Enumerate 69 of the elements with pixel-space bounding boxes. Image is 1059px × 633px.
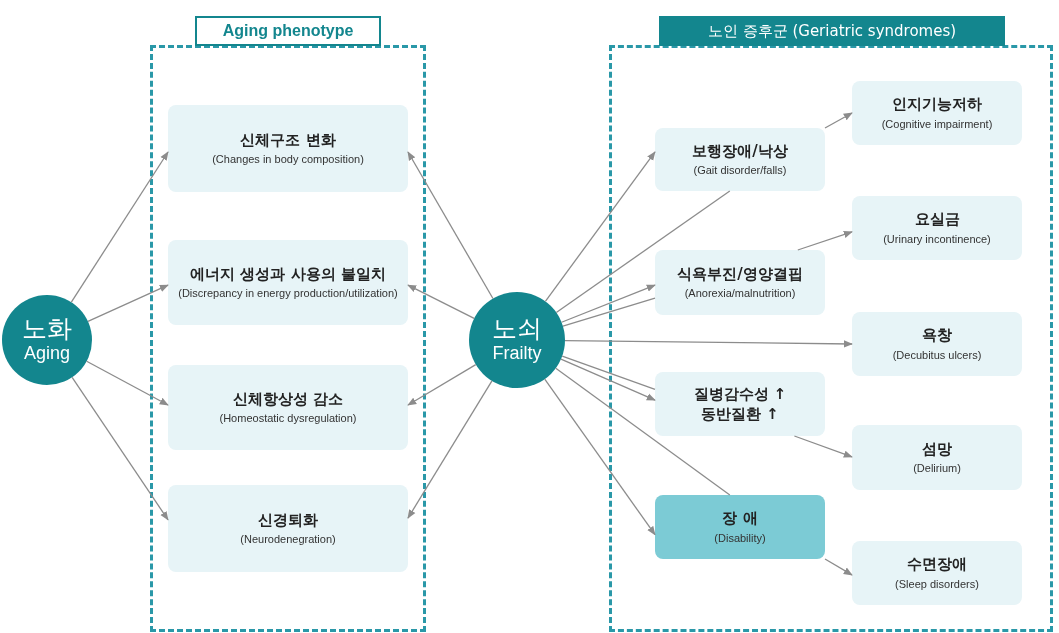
- arrow: [797, 231, 853, 251]
- box-subtitle: (Changes in body composition): [212, 152, 364, 168]
- arrow: [564, 339, 853, 348]
- category-box: [852, 81, 1022, 145]
- circle-subtitle: Frailty: [492, 342, 542, 365]
- category-box: [852, 196, 1022, 260]
- box-subtitle: (Homeostatic dysregulation): [219, 411, 357, 427]
- arrow: [407, 284, 475, 320]
- category-box: [655, 372, 825, 436]
- arrow: [544, 151, 656, 302]
- arrow: [824, 112, 853, 129]
- box-title: 신체구조 변화: [240, 129, 336, 151]
- arrow: [407, 151, 494, 300]
- box-subtitle: (Cognitive impairment): [881, 116, 993, 132]
- arrow: [86, 360, 169, 406]
- box-title: 식욕부진/영양결핍: [677, 263, 803, 285]
- connector-line: [561, 355, 656, 390]
- connector-line: [555, 190, 731, 314]
- group-heading: 노인 증후군 (Geriatric syndromes): [659, 16, 1005, 46]
- box-title: 장 애: [722, 508, 758, 529]
- category-box: [168, 485, 408, 572]
- category-box: [852, 425, 1022, 490]
- box-subtitle: (Gait disorder/falls): [693, 163, 787, 179]
- connector-line: [555, 367, 731, 496]
- arrow: [87, 284, 169, 323]
- category-box: [655, 250, 825, 315]
- box-subtitle: (Sleep disorders): [895, 576, 979, 592]
- box-title: 신체항상성 감소: [232, 388, 344, 410]
- box-subtitle: (Disability): [714, 530, 766, 546]
- box-title: 질병감수성 ↑: [693, 383, 787, 404]
- box-title: 섬망: [922, 438, 952, 460]
- circle-title: 노쇠: [492, 315, 542, 343]
- box-title: 신경퇴화: [258, 509, 318, 531]
- category-box: [655, 128, 825, 191]
- arrow: [70, 151, 169, 303]
- arrow: [560, 284, 656, 323]
- box-subtitle: (Neurodenegration): [240, 532, 336, 548]
- box-title: 동반질환 ↑: [701, 404, 779, 425]
- category-box: [168, 240, 408, 325]
- arrow: [544, 378, 656, 536]
- box-subtitle: (Discrepancy in energy production/utilization): [178, 286, 398, 302]
- category-box: [168, 105, 408, 192]
- box-subtitle: (Delirium): [913, 461, 961, 477]
- group-heading: Aging phenotype: [195, 16, 381, 46]
- circle-subtitle: Aging: [23, 342, 70, 365]
- arrow: [71, 376, 169, 521]
- category-box: [168, 365, 408, 450]
- circle-title: 노화: [22, 315, 72, 343]
- box-subtitle: (Anorexia/malnutrition): [684, 286, 796, 302]
- category-box: [852, 312, 1022, 376]
- category-box: [852, 541, 1022, 605]
- box-subtitle: (Decubitus ulcers): [892, 347, 982, 363]
- arrow: [407, 380, 493, 519]
- box-title: 욕창: [922, 325, 952, 346]
- box-title: 인지기능저하: [892, 94, 982, 115]
- box-title: 보행장애/낙상: [692, 140, 788, 162]
- arrow: [824, 558, 853, 576]
- box-subtitle: (Urinary incontinence): [883, 231, 991, 247]
- arrow: [793, 435, 853, 458]
- category-box: [655, 495, 825, 559]
- arrow: [560, 358, 656, 401]
- concept-circle: [469, 292, 565, 388]
- box-title: 수면장애: [907, 554, 967, 575]
- dashed-group-frame: [150, 16, 426, 632]
- connector-line: [562, 297, 656, 327]
- dashed-group-frame: [609, 16, 1053, 632]
- arrow: [407, 363, 477, 406]
- box-title: 요실금: [914, 209, 960, 230]
- box-title: 에너지 생성과 사용의 불일치: [190, 263, 386, 285]
